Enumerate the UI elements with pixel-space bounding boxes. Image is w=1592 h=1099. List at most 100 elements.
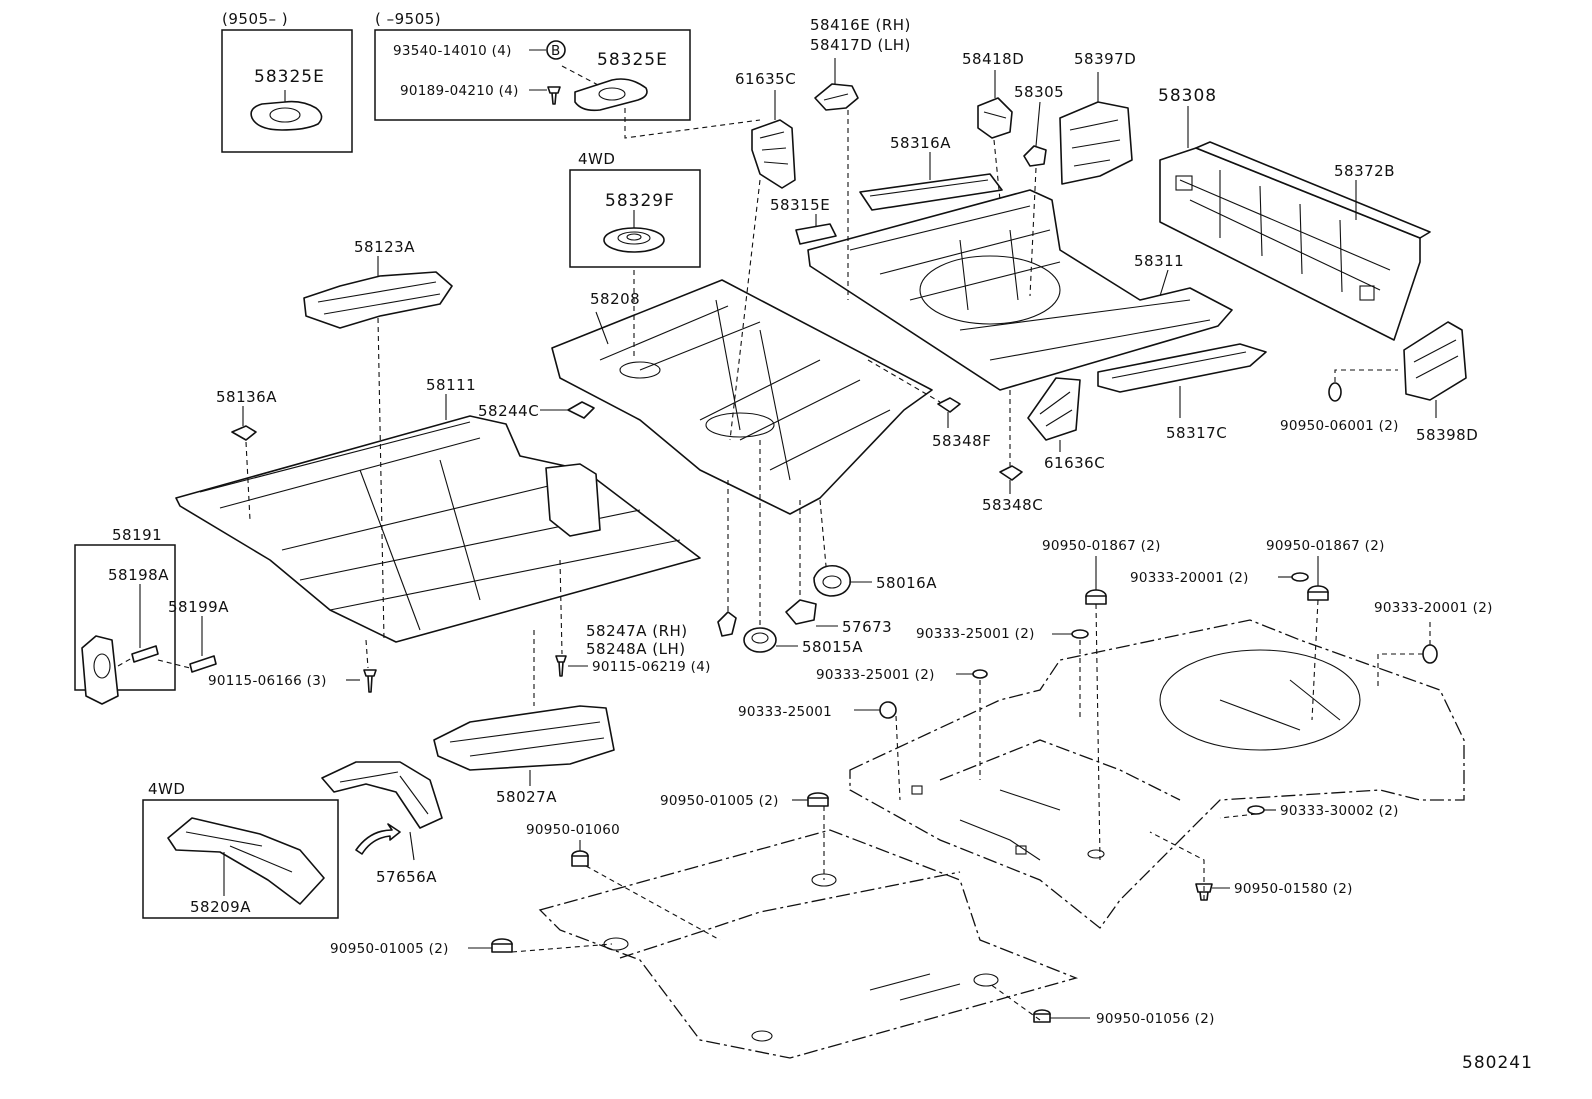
label-58305: 58305 [1014,83,1064,101]
label-58244c: 58244C [478,402,539,420]
assembly-lines [245,108,1319,1021]
part-58397d [1059,72,1133,185]
part-58325e-new [250,90,323,131]
part-61636c [1027,377,1081,452]
plug-90333-20001-a [1278,572,1309,582]
label-58398d: 58398D [1416,426,1478,444]
part-58348c [999,465,1023,494]
label-90333-25001-b: 90333-25001 (2) [816,667,935,683]
part-61635c [751,90,796,189]
label-drawing-number: 580241 [1462,1053,1533,1073]
part-58416e [814,58,859,111]
label-58123a: 58123A [354,238,415,256]
part-58111-front-floor [175,394,701,643]
plug-90950-01060 [571,840,589,867]
part-58325e-old [529,40,648,112]
plug-90950-01867-b [1307,556,1329,601]
label-90950-01005-a: 90950-01005 (2) [660,793,779,809]
label-58397d: 58397D [1074,50,1136,68]
label-61636c: 61636C [1044,454,1105,472]
label-58209a: 58209A [190,898,251,916]
label-bolt-b: B [551,43,561,59]
label-58325e-new: 58325E [254,67,325,87]
label-90333-20001-b: 90333-20001 (2) [1374,600,1493,616]
plug-90950-01056 [1033,1009,1090,1023]
part-58244c [540,401,595,419]
part-58329f [603,210,665,253]
label-58325e-old: 58325E [597,50,668,70]
part-58305 [1023,101,1047,167]
label-90333-30002: 90333-30002 (2) [1280,803,1399,819]
labels: (9505– ) ( –9505) 58325E 93540-14010 (4)… [108,10,1533,1073]
part-58209a [167,817,325,905]
part-58398d [1403,321,1467,418]
box-4wd-58209a [142,799,339,919]
part-58317c [1097,343,1267,418]
label-range-new: (9505– ) [222,10,288,28]
plug-90333-25001-c [854,701,897,719]
part-58136a [231,406,257,441]
label-90950-01867-a: 90950-01867 (2) [1042,538,1161,554]
part-58348f [937,397,961,428]
part-57673 [785,599,838,627]
plug-90950-01005-b [468,938,513,953]
label-57673: 57673 [842,618,892,636]
label-90115-06166: 90115-06166 (3) [208,673,327,689]
label-90950-01056: 90950-01056 (2) [1096,1011,1215,1027]
label-58317c: 58317C [1166,424,1227,442]
part-58208-center-floor [551,279,933,515]
label-58348f: 58348F [932,432,991,450]
part-90115-06166 [346,669,377,693]
label-90950-01005-b: 90950-01005 (2) [330,941,449,957]
label-58329f: 58329F [605,191,675,211]
label-58199a: 58199A [168,598,229,616]
label-58191: 58191 [112,526,162,544]
box-9505-new [221,29,353,153]
label-90333-20001-a: 90333-20001 (2) [1130,570,1249,586]
label-58247a: 58247A (RH) [586,622,688,640]
part-58247a [717,611,737,637]
plug-90333-25001-b [956,669,988,679]
label-90333-25001-a: 90333-25001 (2) [916,626,1035,642]
label-58111: 58111 [426,376,476,394]
part-90950-06001 [1328,369,1398,402]
part-58316a [859,152,1003,211]
part-58015a [743,627,798,653]
label-90950-01580: 90950-01580 (2) [1234,881,1353,897]
part-58027a [433,705,615,786]
label-90333-25001-c: 90333-25001 [738,704,832,720]
part-58315e [795,214,837,245]
label-90950-06001: 90950-06001 (2) [1280,418,1399,434]
label-58248a: 58248A (LH) [586,640,686,658]
floor-silencer-front [538,829,1079,1059]
plug-90333-30002 [1247,805,1276,815]
label-4wd-b: 4WD [148,780,185,798]
label-58315e: 58315E [770,196,830,214]
label-58208: 58208 [590,290,640,308]
plug-90950-01580 [1195,883,1230,901]
plug-90333-20001-b [1377,622,1438,690]
part-90115-06219 [555,655,588,677]
plug-90950-01867-a [1085,556,1107,605]
label-58316a: 58316A [890,134,951,152]
label-58348c: 58348C [982,496,1043,514]
label-58198a: 58198A [108,566,169,584]
part-57656a [321,761,443,861]
part-58311-rear-floor [807,189,1233,391]
label-90189: 90189-04210 (4) [400,83,519,99]
label-58418d: 58418D [962,50,1024,68]
plug-90950-01005-a [792,792,829,807]
floor-silencer-rear [849,619,1465,929]
part-58016a [813,564,872,597]
label-58136a: 58136A [216,388,277,406]
box-9505-old [374,29,691,121]
label-58308: 58308 [1158,86,1217,106]
plug-90333-25001-a [1052,629,1089,639]
part-58308-rear-panel [1159,106,1431,341]
label-4wd-a: 4WD [578,150,615,168]
part-58418d [977,70,1013,139]
part-58191-set [81,584,217,705]
label-58311: 58311 [1134,252,1184,270]
label-58372b: 58372B [1334,162,1395,180]
